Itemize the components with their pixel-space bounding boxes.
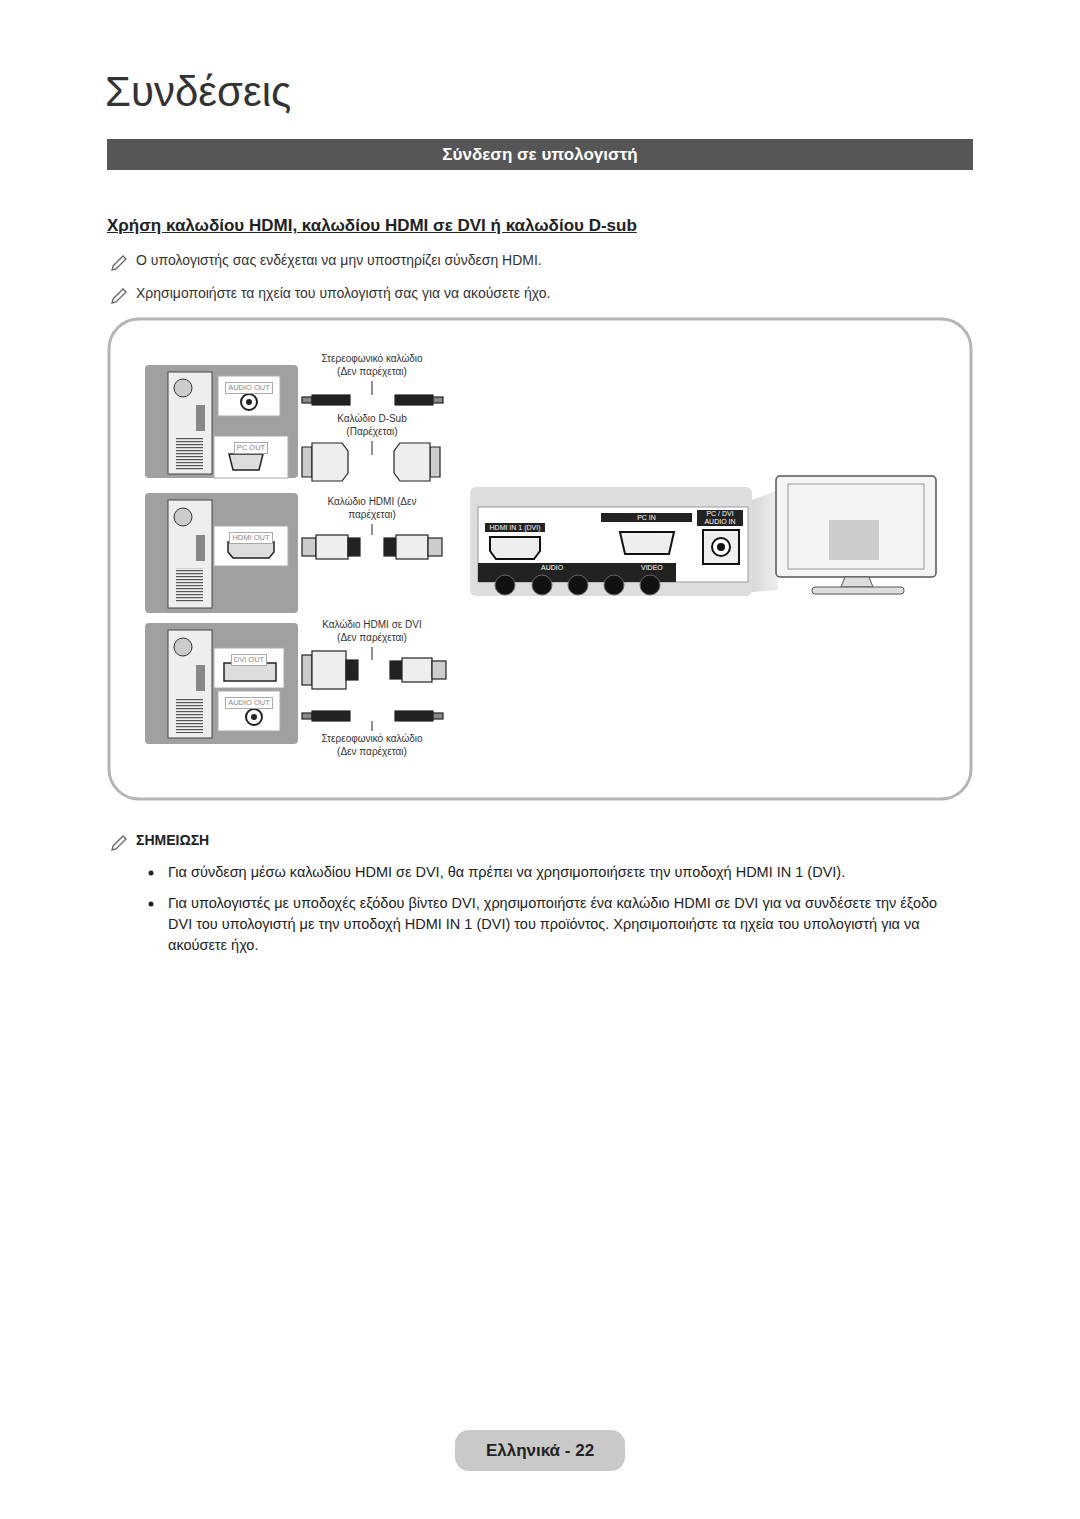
node-text: AUDIO OUT bbox=[225, 697, 273, 709]
page-title: Συνδέσεις bbox=[105, 68, 291, 116]
node-text: PC / DVI AUDIO IN bbox=[697, 510, 743, 526]
note-heading: ΣΗΜΕΙΩΣΗ bbox=[136, 832, 209, 848]
bullet-text: Για υπολογιστές με υποδοχές εξόδου βίντε… bbox=[168, 893, 963, 956]
node-text: PC OUT bbox=[234, 442, 268, 454]
node-text: HDMI IN 1 (DVI) bbox=[485, 523, 545, 532]
tv-port: HDMI IN 1 (DVI) bbox=[485, 523, 545, 564]
cable-label: Στερεοφωνικό καλώδιο (Δεν παρέχεται) bbox=[316, 732, 428, 758]
port-box: DVI OUT bbox=[214, 648, 284, 688]
tv-port: PC / DVI AUDIO IN bbox=[697, 510, 743, 567]
note-text: Χρησιμοποιήστε τα ηχεία του υπολογιστή σ… bbox=[136, 285, 550, 301]
node-text: HDMI OUT bbox=[229, 532, 272, 544]
cable-label: Καλώδιο HDMI (Δεν παρέχεται) bbox=[316, 495, 428, 521]
node-text: DVI OUT bbox=[231, 654, 267, 666]
section-band: Σύνδεση σε υπολογιστή bbox=[107, 139, 973, 170]
node-text: PC IN bbox=[601, 513, 692, 522]
tv-port: PC IN bbox=[601, 513, 692, 564]
port-box: HDMI OUT bbox=[214, 526, 288, 566]
node-text: Σύνδεση σε υπολογιστή bbox=[442, 145, 637, 165]
bullet-text: Για σύνδεση μέσω καλωδίου HDMI σε DVI, θ… bbox=[168, 862, 968, 883]
cable-label: Καλώδιο HDMI σε DVI (Δεν παρέχεται) bbox=[316, 618, 428, 644]
port-box: AUDIO OUT bbox=[218, 691, 280, 731]
jack-label: VIDEO bbox=[640, 563, 664, 572]
jack-label: AUDIO bbox=[540, 563, 564, 572]
port-box: PC OUT bbox=[214, 436, 288, 478]
page-number: Ελληνικά - 22 bbox=[455, 1430, 625, 1471]
node-text: Ελληνικά - 22 bbox=[486, 1441, 594, 1461]
port-box: AUDIO OUT bbox=[218, 376, 280, 416]
node-text: AUDIO OUT bbox=[225, 382, 273, 394]
cable-label: Στερεοφωνικό καλώδιο (Δεν παρέχεται) bbox=[316, 352, 428, 378]
subheading: Χρήση καλωδίου HDMI, καλωδίου HDMI σε DV… bbox=[107, 216, 637, 236]
note-text: Ο υπολογιστής σας ενδέχεται να μην υποστ… bbox=[136, 252, 542, 268]
cable-label: Καλώδιο D-Sub (Παρέχεται) bbox=[316, 412, 428, 438]
